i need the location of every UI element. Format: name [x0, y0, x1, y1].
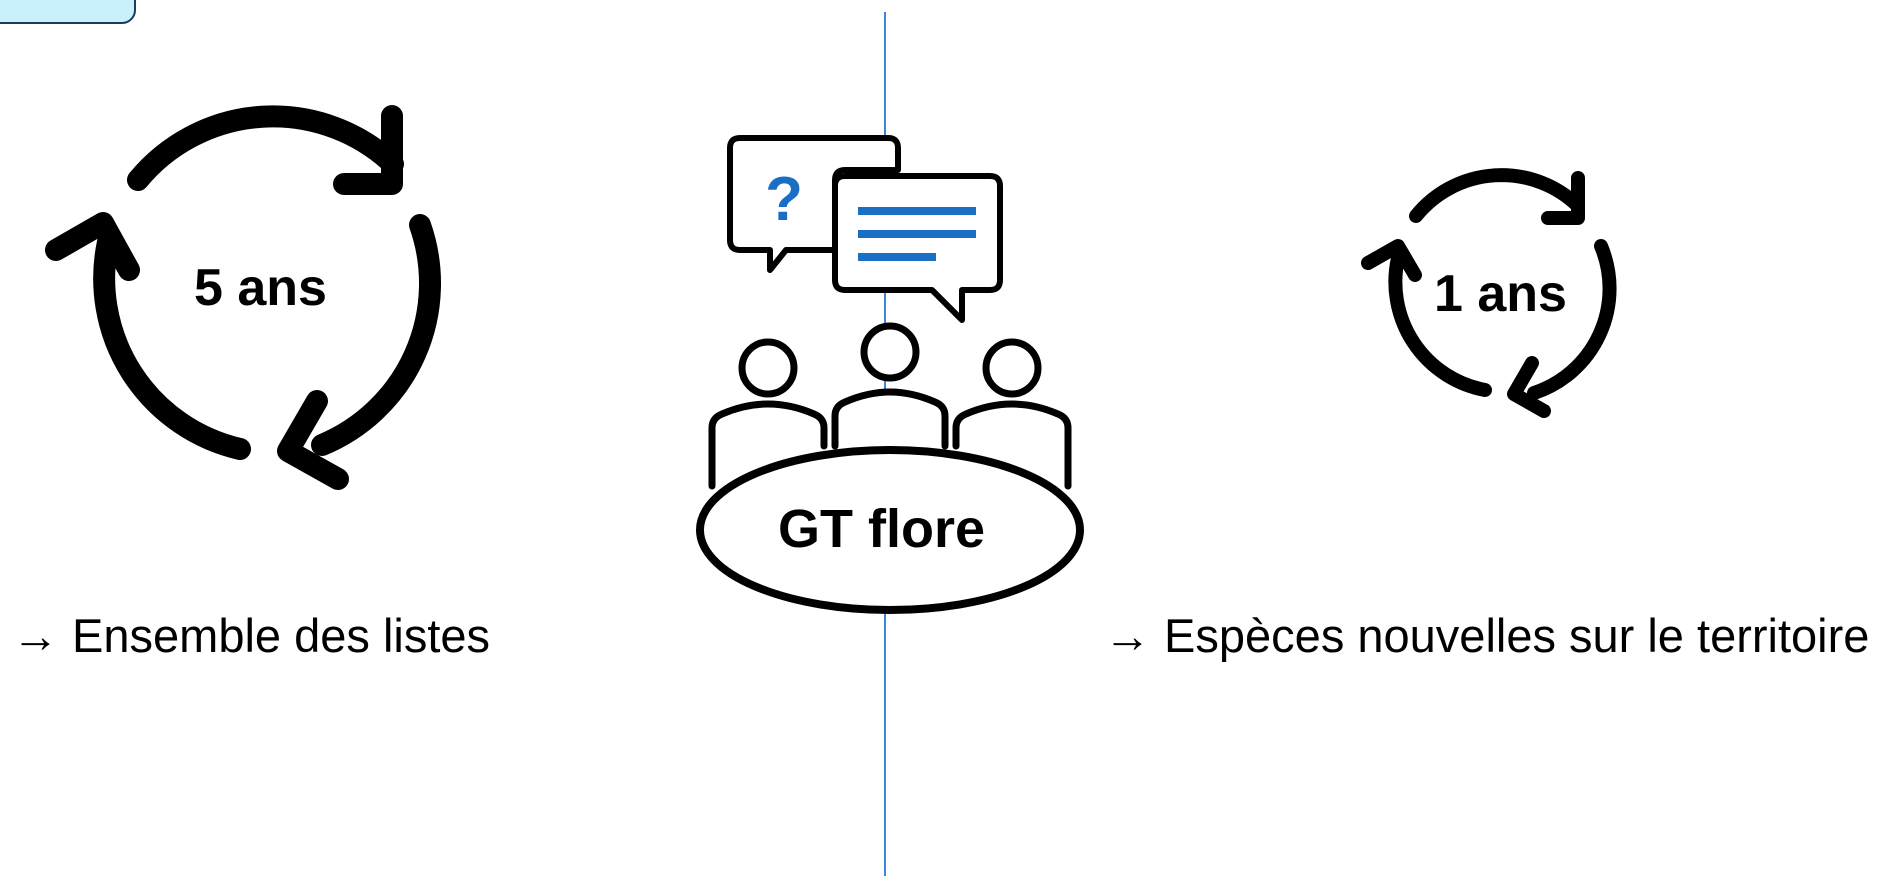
- gt-flore-label: GT flore: [778, 499, 986, 559]
- caption-left: → Ensemble des listes: [12, 609, 491, 662]
- svg-text:?: ?: [765, 165, 803, 234]
- cycle-label-left: 5 ans: [194, 259, 327, 317]
- caption-right: → Espèces nouvelles sur le territoire: [1104, 609, 1870, 662]
- cycle-arrows-icon: [1361, 168, 1617, 418]
- cycle-arrows-icon: [45, 105, 441, 490]
- cycle-label-right: 1 ans: [1434, 265, 1567, 323]
- corner-tag: [0, 0, 136, 24]
- message-bubble-icon: [832, 173, 1003, 323]
- meeting-discussion-icon: ?: [696, 135, 1084, 614]
- question-bubble-icon: ?: [727, 135, 901, 273]
